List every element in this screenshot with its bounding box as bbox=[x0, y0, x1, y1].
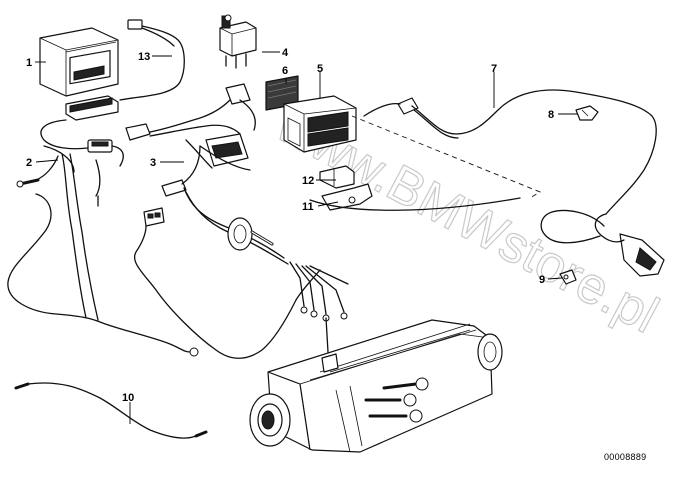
relay bbox=[219, 14, 257, 69]
label-12: 12 bbox=[302, 175, 314, 187]
cable-10 bbox=[14, 382, 208, 439]
label-4: 4 bbox=[282, 47, 289, 59]
clip-11 bbox=[321, 183, 373, 211]
clip-9 bbox=[559, 269, 577, 285]
label-9: 9 bbox=[539, 274, 545, 286]
main-harness-3 bbox=[125, 83, 349, 359]
harness-7 bbox=[363, 89, 665, 277]
clip-8 bbox=[575, 105, 599, 121]
diagram-reference-number: 00008889 bbox=[604, 452, 646, 462]
callout-labels: 1 2 3 4 5 6 7 8 9 10 11 12 13 bbox=[26, 47, 554, 404]
label-6: 6 bbox=[282, 65, 288, 77]
small-harness-13 bbox=[119, 19, 185, 101]
label-3: 3 bbox=[150, 157, 156, 169]
connector-block bbox=[283, 95, 357, 153]
label-7: 7 bbox=[491, 63, 497, 75]
label-13: 13 bbox=[138, 51, 150, 63]
label-8: 8 bbox=[548, 109, 554, 121]
label-11: 11 bbox=[302, 201, 314, 213]
heater-unit bbox=[249, 319, 503, 453]
label-10: 10 bbox=[122, 392, 134, 404]
label-1: 1 bbox=[26, 57, 32, 69]
dashed-line bbox=[351, 115, 542, 199]
control-unit bbox=[39, 27, 119, 121]
label-5: 5 bbox=[317, 63, 323, 75]
leader-lines bbox=[35, 51, 578, 424]
harness-2 bbox=[7, 119, 199, 357]
label-2: 2 bbox=[26, 157, 32, 169]
